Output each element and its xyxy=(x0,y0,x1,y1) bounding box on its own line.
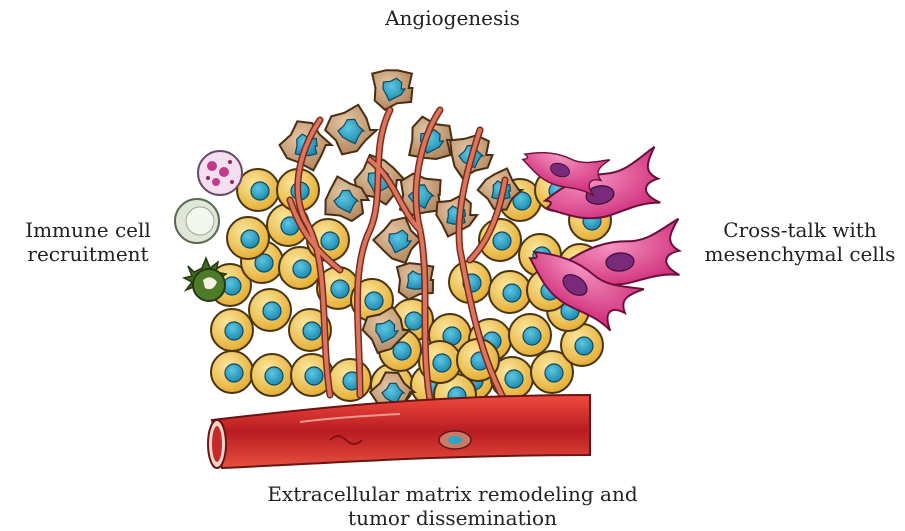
invasive-cell xyxy=(372,70,412,110)
tumor-cell xyxy=(509,314,551,356)
macrophage-icon xyxy=(184,258,226,301)
blood-vessel xyxy=(208,395,590,468)
lymphocyte-icon xyxy=(175,199,219,243)
tumor-cell xyxy=(251,354,293,396)
granulocyte-icon xyxy=(198,151,242,195)
tumor-cell xyxy=(237,169,279,211)
tumor-cell xyxy=(211,351,253,393)
tumor-cell xyxy=(211,309,253,351)
tumor-cell xyxy=(249,289,291,331)
tumor-cell xyxy=(489,271,531,313)
tumor-cell xyxy=(329,359,371,401)
tumor-cell xyxy=(227,217,269,259)
invasive-cell xyxy=(325,105,377,155)
